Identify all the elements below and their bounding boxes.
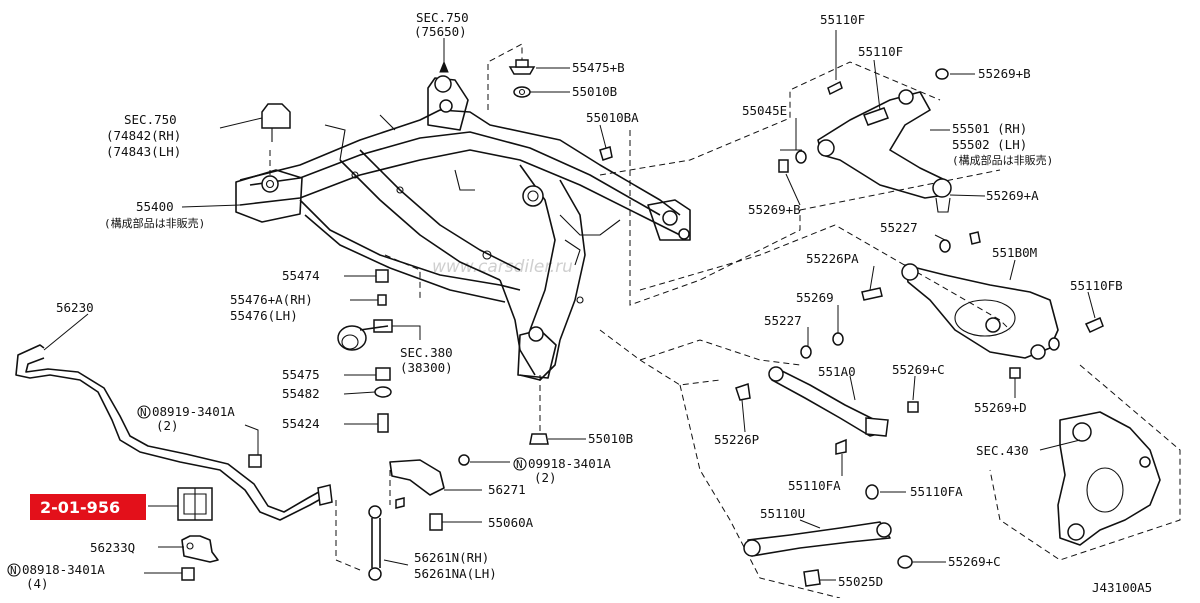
- upper-mount-parts: [261, 38, 613, 161]
- part-labels: SEC.750 (75650) 55475+B 55010B SEC.750 (…: [7, 10, 1152, 595]
- label-55501: 55501 (RH): [952, 121, 1027, 136]
- dashed-boundaries: [269, 43, 1181, 599]
- label-55110f-2: 55110F: [858, 44, 903, 59]
- lower-rear-link: [743, 484, 913, 587]
- label-09918: 09918-3401A: [528, 456, 611, 471]
- label-55227-top: 55227: [880, 220, 918, 235]
- mount-bushing-stack: [337, 269, 549, 445]
- label-sec380-sub: (38300): [400, 360, 453, 375]
- axle-knuckle: [1057, 411, 1161, 546]
- label-55501-note: (構成部品は非販売): [952, 153, 1053, 167]
- label-sec430: SEC.430: [976, 443, 1029, 458]
- label-sec750-left: SEC.750: [124, 112, 177, 127]
- label-55269d: 55269+D: [974, 400, 1027, 415]
- label-55269-mid: 55269: [796, 290, 834, 305]
- diagram-code: J43100A5: [1092, 580, 1152, 595]
- label-55476a: 55476+A(RH): [230, 292, 313, 307]
- label-55269c-mid: 55269+C: [892, 362, 945, 377]
- label-56271: 56271: [488, 482, 526, 497]
- label-55269b-top: 55269+B: [978, 66, 1031, 81]
- label-sec750-left-rh: (74842(RH): [106, 128, 181, 143]
- label-55045e: 55045E: [742, 103, 787, 118]
- label-08918: 08918-3401A: [22, 562, 105, 577]
- label-55482: 55482: [282, 386, 320, 401]
- lower-link-arm: [832, 263, 1104, 379]
- label-08919: 08919-3401A: [152, 404, 235, 419]
- label-55400-note: (構成部品は非販売): [104, 216, 205, 230]
- label-55269c-bot: 55269+C: [948, 554, 1001, 569]
- label-55226pa: 55226PA: [806, 251, 859, 266]
- label-55010b: 55010B: [572, 84, 617, 99]
- label-56230: 56230: [56, 300, 94, 315]
- highlight-box: [30, 494, 146, 520]
- lateral-link: [735, 345, 919, 455]
- label-09918-qty: (2): [534, 470, 557, 485]
- label-55227-mid: 55227: [764, 313, 802, 328]
- label-55110f-top: 55110F: [820, 12, 865, 27]
- label-55226p: 55226P: [714, 432, 759, 447]
- label-08918-qty: (4): [26, 576, 49, 591]
- upper-link-arm: [778, 68, 981, 253]
- label-55474: 55474: [282, 268, 320, 283]
- label-55060a: 55060A: [488, 515, 534, 530]
- highlight-badge: 2-01-956: [30, 494, 146, 520]
- highlight-part-number: 2-01-956: [40, 498, 120, 517]
- label-56233q: 56233Q: [90, 540, 135, 555]
- label-55476: 55476(LH): [230, 308, 298, 323]
- label-55025d: 55025D: [838, 574, 883, 589]
- label-55110fb: 55110FB: [1070, 278, 1123, 293]
- label-08919-qty: (2): [156, 418, 179, 433]
- label-55424: 55424: [282, 416, 320, 431]
- label-55502: 55502 (LH): [952, 137, 1027, 152]
- label-55400: 55400: [136, 199, 174, 214]
- label-sec750-left-lh: (74843(LH): [106, 144, 181, 159]
- leader-lines: [43, 30, 1096, 581]
- watermark: www.carsdiler.ru: [432, 257, 573, 277]
- circle-n-icon-1: [137, 405, 151, 419]
- label-sec750-top: SEC.750: [416, 10, 469, 25]
- label-55010ba: 55010BA: [586, 110, 639, 125]
- label-551a0: 551A0: [818, 364, 856, 379]
- label-55269a: 55269+A: [986, 188, 1039, 203]
- label-55110fa-left: 55110FA: [788, 478, 841, 493]
- label-55110fa-right: 55110FA: [910, 484, 963, 499]
- circle-n-1: N: [140, 406, 147, 419]
- label-55269b-mid: 55269+B: [748, 202, 801, 217]
- circle-n-icon-3: [7, 563, 21, 577]
- label-551b0m: 551B0M: [992, 245, 1037, 260]
- rear-suspension-member: [235, 75, 691, 381]
- stabilizer-bar: [15, 344, 333, 581]
- label-55475b: 55475+B: [572, 60, 625, 75]
- stabilizer-link-rod: [368, 454, 470, 581]
- label-sec750-top-sub: (75650): [414, 24, 467, 39]
- label-56261na: 56261NA(LH): [414, 566, 497, 581]
- label-sec380: SEC.380: [400, 345, 453, 360]
- label-55110u: 55110U: [760, 506, 805, 521]
- label-56261n: 56261N(RH): [414, 550, 489, 565]
- label-55010b-mid: 55010B: [588, 431, 633, 446]
- circle-n-icon-2: [513, 457, 527, 471]
- label-55475: 55475: [282, 367, 320, 382]
- circle-n-3: N: [10, 564, 17, 577]
- circle-n-2: N: [516, 458, 523, 471]
